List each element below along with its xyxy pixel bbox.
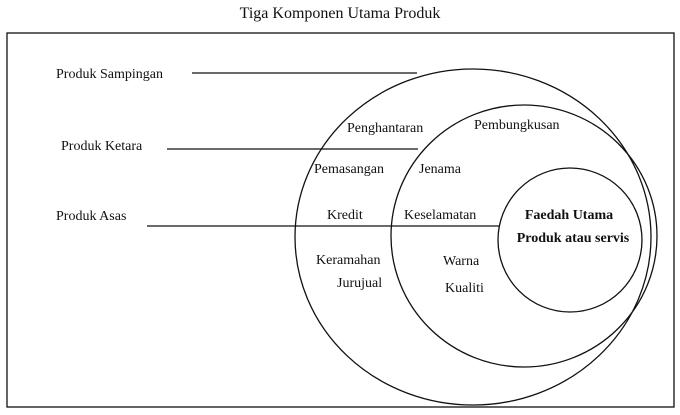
item-kredit: Kredit — [327, 208, 363, 223]
middle-circle — [390, 104, 658, 368]
item-keselamatan: Keselamatan — [404, 208, 476, 223]
item-kualiti: Kualiti — [445, 281, 484, 296]
label-produk-sampingan: Produk Sampingan — [56, 67, 163, 82]
outer-circle — [294, 68, 652, 406]
diagram-frame — [6, 32, 675, 408]
item-pemasangan: Pemasangan — [314, 162, 384, 177]
diagram-title: Tiga Komponen Utama Produk — [240, 5, 441, 22]
item-keramahan: Keramahan — [316, 253, 381, 268]
item-jenama: Jenama — [419, 162, 462, 177]
item-pembungkusan: Pembungkusan — [474, 118, 560, 133]
core-line-1: Faedah Utama — [525, 208, 613, 223]
label-produk-ketara: Produk Ketara — [61, 139, 143, 154]
label-produk-asas: Produk Asas — [56, 209, 126, 224]
core-circle — [497, 167, 643, 313]
core-line-2: Produk atau servis — [517, 231, 630, 246]
item-penghantaran: Penghantaran — [347, 121, 423, 136]
item-jurujual: Jurujual — [337, 276, 382, 291]
item-warna: Warna — [443, 254, 480, 269]
